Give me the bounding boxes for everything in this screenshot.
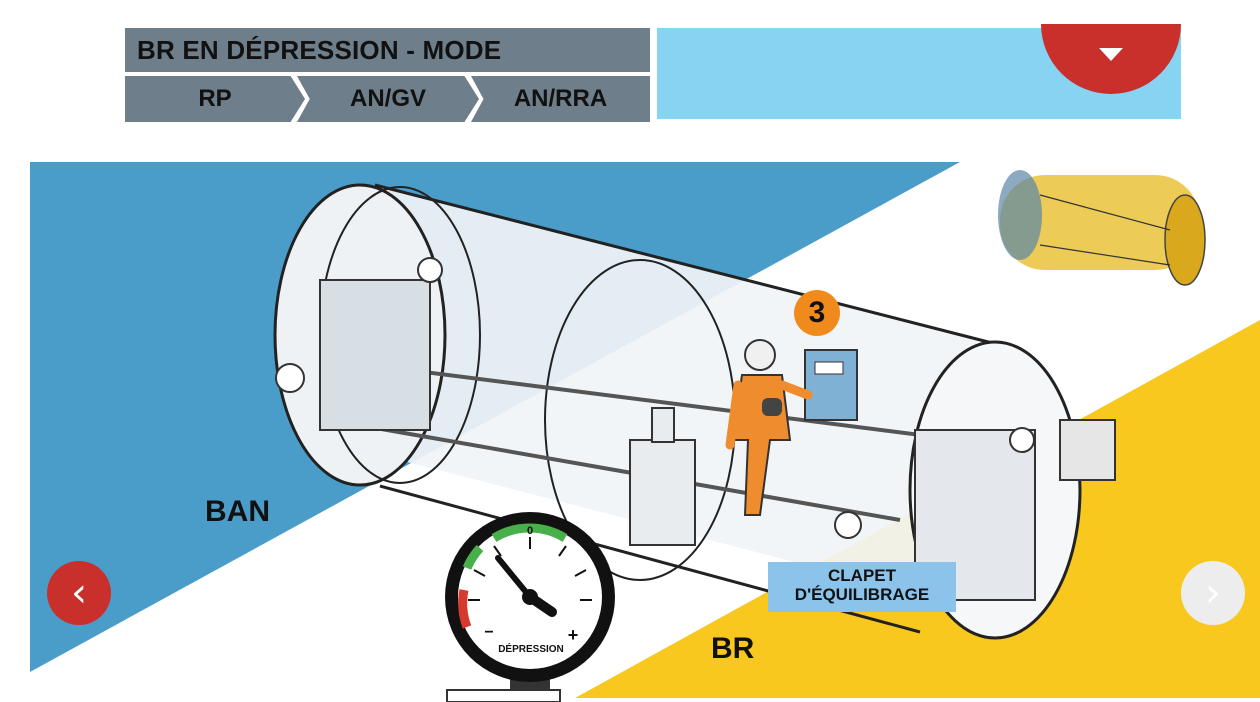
gauge-minus-label: − xyxy=(484,624,493,641)
gauge-green-arc-left xyxy=(462,544,484,570)
tab-an-rra[interactable]: AN/RRA xyxy=(471,76,650,122)
zone-label-ban: BAN xyxy=(205,495,270,528)
next-slide-button[interactable]: › xyxy=(1181,561,1245,625)
valve-label: CLAPET D'ÉQUILIBRAGE xyxy=(768,562,956,612)
header: BR EN DÉPRESSION - MODE ÉCLUSAGE RP AN/G… xyxy=(125,28,650,122)
gauge-red-arc xyxy=(458,589,472,629)
worker-figure xyxy=(725,339,813,516)
gauge-depression-label: DÉPRESSION xyxy=(498,642,564,655)
step-number-badge: 3 xyxy=(794,290,840,336)
tab-bar: RP AN/GV AN/RRA xyxy=(125,76,650,122)
gauge-plus-label: + xyxy=(568,625,579,645)
chevron-left-icon: ‹ xyxy=(71,570,87,616)
valve-label-line2: D'ÉQUILIBRAGE xyxy=(794,585,930,604)
gauge-zero-label: 0 xyxy=(527,525,533,537)
gauge-green-arc xyxy=(491,523,568,542)
tab-rp[interactable]: RP xyxy=(125,76,305,122)
valve-label-line1: CLAPET xyxy=(828,566,896,585)
chevron-right-icon: › xyxy=(1205,570,1221,616)
previous-slide-button[interactable]: ‹ xyxy=(47,561,111,625)
gauge-needle xyxy=(495,555,533,600)
pressure-gauge: 0 − + DÉPRESSION xyxy=(445,512,615,702)
zone-label-br: BR xyxy=(711,632,755,665)
tab-an-gv[interactable]: AN/GV xyxy=(297,76,479,122)
caret-down-icon xyxy=(1099,48,1123,61)
page-title: BR EN DÉPRESSION - MODE ÉCLUSAGE xyxy=(125,28,650,109)
airlock-cylinder xyxy=(273,183,1116,640)
locator-airlock-icon xyxy=(998,170,1206,286)
